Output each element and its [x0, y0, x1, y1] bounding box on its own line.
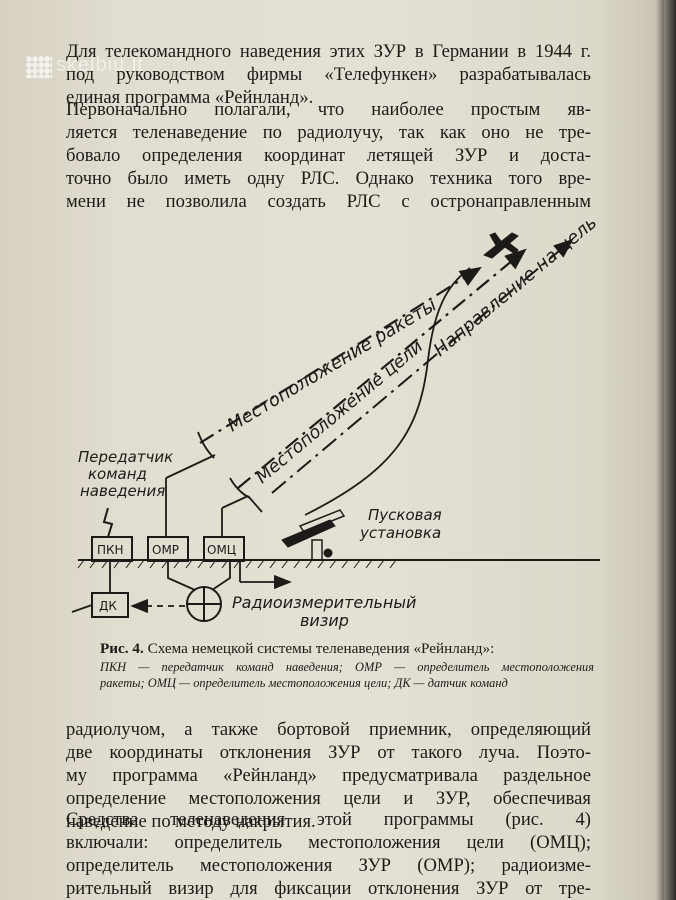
paragraph-1: Для телекомандного наведения этих ЗУР в … [66, 40, 591, 109]
label-transmitter-1: Передатчик [78, 448, 173, 466]
figure-number: Рис. 4. [100, 640, 144, 657]
label-visor-2: визир [300, 611, 349, 630]
text-line: определение местоположения цели и ЗУР, о… [66, 788, 591, 809]
missile-trajectory [304, 267, 471, 516]
box-pkn [91, 536, 133, 562]
box-omc [203, 536, 245, 562]
figure-caption-legend: ПКН — передатчик команд наведения; ОМР —… [100, 659, 594, 691]
text-line: мени не позволила создать РЛС с остронап… [66, 191, 591, 212]
text-line: точно было иметь одну РЛС. Однако техник… [66, 168, 591, 189]
text-line: определитель местоположения ЗУР (ОМР); р… [66, 855, 591, 876]
label-transmitter-2: команд [88, 465, 147, 483]
box-pkn-label: ПКН [97, 543, 124, 557]
signal-connections [71, 561, 292, 614]
figure-title: Схема немецкой системы теленаведения «Ре… [147, 640, 495, 657]
text-line: рительный визир для фиксации отклонения … [66, 878, 591, 899]
box-omr-label: ОМР [152, 543, 179, 557]
launcher-icon [281, 509, 346, 561]
watermark-logo-icon [26, 56, 52, 78]
paragraph-4: Средства теленаведения этой программы (р… [66, 808, 591, 900]
antenna-omr [165, 431, 216, 538]
box-dk-label: ДК [99, 599, 117, 613]
text-line: радиолучом, а также бортовой приемник, о… [66, 719, 591, 740]
legend-line: ПКН — передатчик команд наведения; ОМР —… [100, 660, 594, 674]
text-line: му программа «Рейнланд» предусматривала … [66, 765, 591, 786]
text-line: бовало определения координат летящей ЗУР… [66, 145, 591, 166]
radio-visor-icon [186, 586, 222, 622]
label-launcher-2: установка [359, 524, 441, 542]
text-line: Средства теленаведения этой программы (р… [66, 809, 591, 830]
label-visor-1: Радиоизмерительный [232, 593, 416, 612]
target-position-beam [237, 248, 527, 489]
antenna-omc [221, 477, 263, 538]
text-line: две координаты отклонения ЗУР от такого … [66, 742, 591, 763]
label-launcher-1: Пусковая [368, 506, 442, 524]
figure-caption-title: Рис. 4. Схема немецкой системы теленавед… [100, 640, 494, 658]
paragraph-3: радиолучом, а также бортовой приемник, о… [66, 718, 591, 833]
text-line: под руководством фирмы «Телефункен» разр… [66, 64, 591, 85]
text-line: единая программа «Рейнланд». [66, 87, 314, 108]
box-omc-label: ОМЦ [207, 543, 236, 557]
text-line: Для телекомандного наведения этих ЗУР в … [66, 41, 591, 62]
watermark: skelbiu.lt [56, 54, 144, 76]
text-line: наведение по методу накрытия. [66, 811, 316, 832]
label-transmitter-3: наведения [80, 482, 165, 500]
text-line: Первоначально полагали, что наиболее про… [66, 99, 591, 120]
target-aircraft-icon [482, 232, 519, 259]
text-line: включали: определитель местоположения це… [66, 832, 591, 853]
page-edge-shadow [664, 0, 676, 900]
paragraph-2: Первоначально полагали, что наиболее про… [66, 98, 591, 213]
text-line: ляется теленаведение по радиолучу, так к… [66, 122, 591, 143]
transmitter-antenna-icon [102, 507, 114, 538]
missile-position-beam [199, 266, 482, 444]
ground-hatching [77, 559, 397, 569]
legend-line: ракеты; ОМЦ — определитель местоположени… [100, 676, 508, 690]
